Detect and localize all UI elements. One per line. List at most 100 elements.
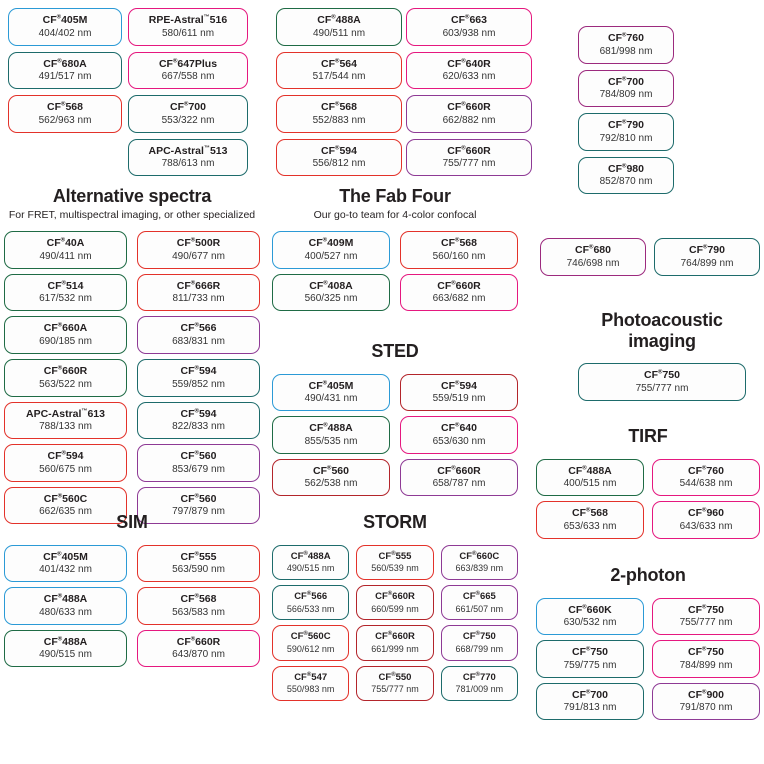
dye-name: CF®660R (437, 464, 481, 477)
section-subtitle: For FRET, multispectral imaging, or othe… (8, 208, 256, 221)
registered-mark: ® (303, 550, 308, 557)
dye-spectra: 683/831 nm (172, 336, 225, 348)
dye-name: CF®500R (176, 237, 221, 250)
registered-mark: ® (61, 450, 66, 457)
dye-spectra: 580/611 nm (161, 27, 215, 39)
dye-name: CF®750 (688, 646, 724, 659)
dye-spectra: 784/809 nm (599, 89, 653, 101)
registered-mark: ® (622, 163, 627, 170)
dye-name: CF®405M (43, 550, 88, 563)
dye-spectra: 560/160 nm (432, 250, 486, 262)
dye-name: CF®750 (644, 369, 680, 382)
dye-spectra: 759/775 nm (563, 659, 617, 671)
dye-name: CF®660R (375, 591, 415, 603)
section-title: STED (371, 341, 419, 361)
registered-mark: ® (586, 646, 591, 653)
dye-spectra: 643/870 nm (172, 649, 225, 661)
dye-name: CF®960 (688, 507, 724, 520)
dye-spectra: 517/544 nm (312, 71, 366, 83)
